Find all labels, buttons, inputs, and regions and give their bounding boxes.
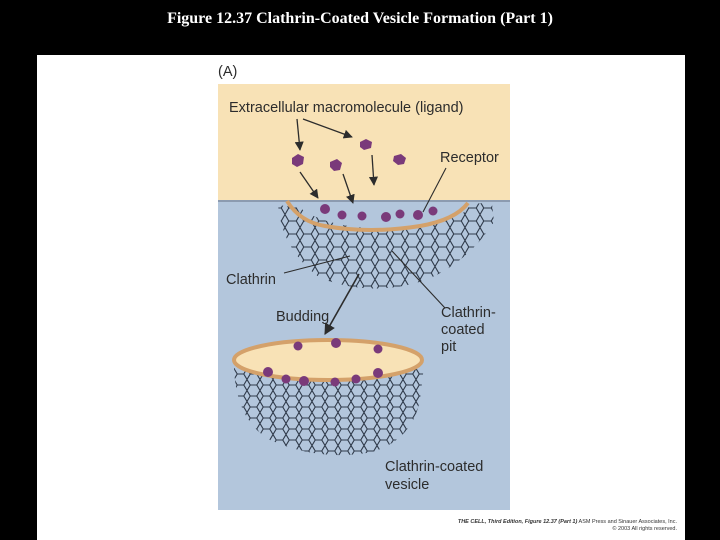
pit-label-line1: Clathrin- [441,305,496,321]
vesicle-label-line1: Clathrin-coated [385,459,483,475]
receptor-label: Receptor [440,150,499,166]
vesicle-rim [232,338,424,382]
credit-source: THE CELL, Third Edition, Figure 12.37 (P… [457,519,578,525]
figure-credit: THE CELL, Third Edition, Figure 12.37 (P… [419,519,677,533]
ligand-arrows [294,118,378,204]
pit-pointer [391,250,446,309]
ligand-molecule [330,159,342,171]
budding-label: Budding [276,309,329,325]
free-ligands [292,139,406,171]
vesicle-label-line2: vesicle [385,477,429,493]
pit-membrane [285,199,470,232]
clathrin-coated-vesicle [232,338,424,456]
credit-copyright: © 2003 All rights reserved. [612,526,677,532]
pit-label-line2: coated [441,322,485,338]
vesicle-ligands [263,338,383,387]
ligand-molecule [360,139,372,150]
pit-label-line3: pit [441,339,456,355]
pit-lattice [278,203,494,289]
clathrin-coated-pit [278,199,494,289]
receptor-pointer [422,167,447,213]
ligand-molecule [393,154,406,165]
slide-title: Figure 12.37 Clathrin-Coated Vesicle For… [167,10,553,27]
credit-publisher: ASM Press and Sinauer Associates, Inc. [577,519,677,525]
bound-ligands [320,204,438,222]
ligand-molecule [292,154,304,167]
ligand-label: Extracellular macromolecule (ligand) [229,100,464,116]
panel-label: (A) [218,64,237,80]
clathrin-label: Clathrin [226,272,276,288]
budding-arrow [324,273,360,335]
clathrin-pointer [283,255,351,274]
vesicle-lattice [234,366,424,456]
